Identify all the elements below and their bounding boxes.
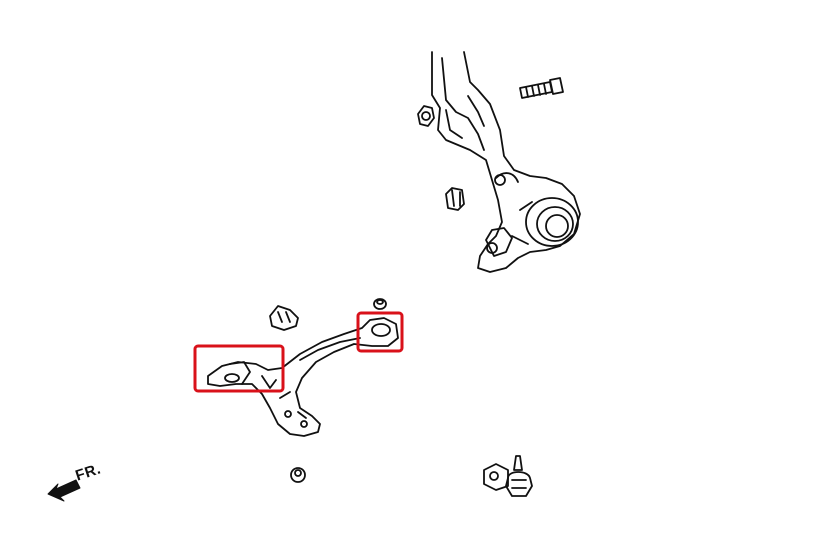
knuckle-nut (445, 187, 465, 211)
steering-knuckle (431, 51, 581, 273)
strut-nut (417, 105, 435, 127)
front-bushing-highlight (193, 344, 285, 393)
rear-bushing-highlight (356, 311, 404, 353)
ball-joint (483, 455, 533, 497)
bushing-insert (269, 305, 299, 331)
lower-bushing (290, 467, 306, 483)
arm-nut (373, 298, 387, 310)
front-direction-arrow-icon (47, 479, 81, 502)
lower-control-arm (207, 317, 399, 437)
mounting-bolt (519, 77, 564, 99)
